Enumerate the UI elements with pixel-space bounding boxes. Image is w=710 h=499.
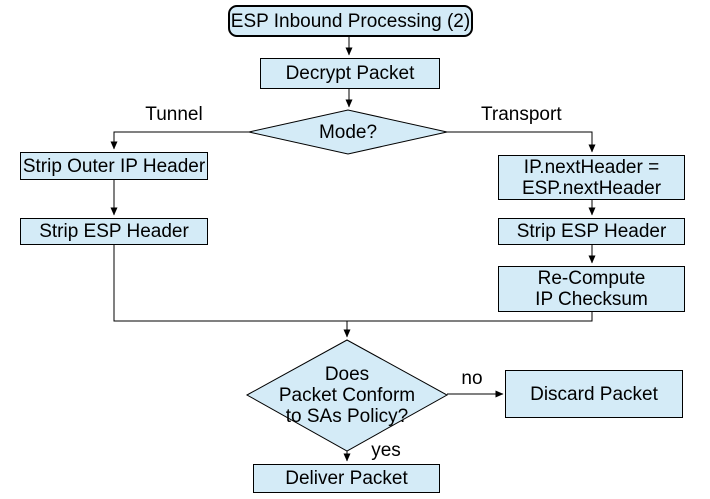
node-mode-decision-label: Mode? <box>318 121 378 143</box>
mode-diamond-shape <box>248 109 448 155</box>
edge-merge-line <box>113 245 593 322</box>
node-strip-outer-ip-header: Strip Outer IP Header <box>20 152 208 180</box>
node-discard-packet: Discard Packet <box>505 370 683 418</box>
node-decrypt-packet: Decrypt Packet <box>260 58 440 89</box>
edge-label-no: no <box>461 368 483 389</box>
node-strip-esp-header-tunnel: Strip ESP Header <box>20 218 208 245</box>
policy-diamond-shape <box>245 339 449 452</box>
node-recompute-ip-checksum: Re-Compute IP Checksum <box>498 266 685 312</box>
edge-label-tunnel: Tunnel <box>145 104 203 125</box>
edge-label-transport: Transport <box>481 104 562 125</box>
node-strip-esp-header-transport: Strip ESP Header <box>498 218 685 245</box>
node-policy-decision-label: Does Packet Conform to SAs Policy? <box>278 364 416 427</box>
edge-mode-tunnel-branch <box>110 131 249 150</box>
node-ip-nextheader-assign: IP.nextHeader = ESP.nextHeader <box>498 155 685 200</box>
edge-label-yes: yes <box>371 440 401 461</box>
node-esp-inbound-processing: ESP Inbound Processing (2) <box>228 5 473 37</box>
edge-mode-transport-branch <box>447 131 596 153</box>
node-deliver-packet: Deliver Packet <box>253 464 440 493</box>
